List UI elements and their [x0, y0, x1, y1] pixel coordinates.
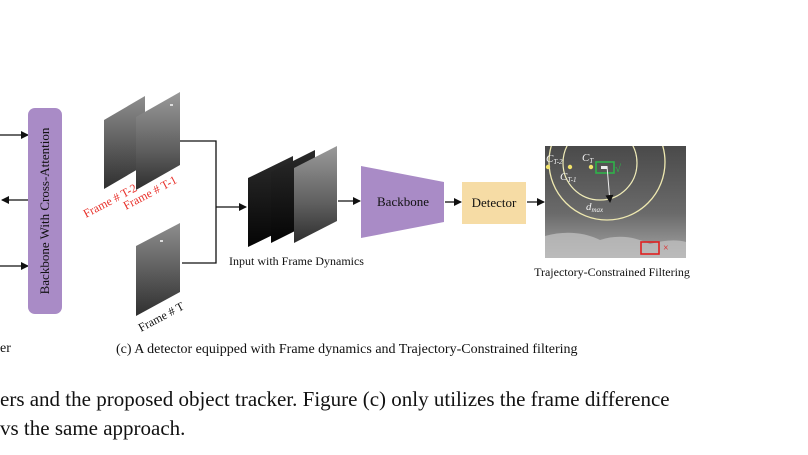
- detector-block: [462, 182, 526, 224]
- accepted-check: √: [615, 163, 622, 175]
- search-radius-circle: [562, 146, 638, 201]
- dynamics-stack-label: Input with Frame Dynamics: [229, 254, 364, 268]
- frame-t-minus-2: [104, 96, 145, 189]
- left-arrows: [0, 131, 29, 270]
- rejected-cross: ×: [663, 243, 669, 254]
- filtering-scene: [545, 146, 686, 258]
- cross-attention-block: [28, 108, 62, 314]
- frame-dynamics-stack: [248, 146, 337, 247]
- point-t: [588, 164, 594, 170]
- backbone-block: [361, 166, 444, 238]
- subfigure-caption: (c) A detector equipped with Frame dynam…: [116, 342, 578, 357]
- detector-label: Detector: [472, 195, 517, 210]
- point-t-minus-2: [545, 164, 551, 170]
- c-t-minus-1-label: CT-1: [560, 171, 577, 184]
- cross-attention-label: Backbone With Cross-Attention: [37, 127, 52, 294]
- body-text-line-1: ers and the proposed object tracker. Fig…: [0, 387, 670, 411]
- point-t-minus-1: [567, 164, 573, 170]
- body-text-line-2: vs the same approach.: [0, 416, 186, 440]
- c-t-minus-2-label: CT-2: [546, 153, 563, 166]
- constraint-circle: [548, 146, 666, 221]
- accepted-box: [595, 161, 615, 174]
- backbone-label: Backbone: [377, 194, 429, 209]
- rejected-box: [640, 241, 660, 255]
- frame-merge-connector: [180, 140, 247, 264]
- frame-t: [136, 223, 180, 316]
- c-t-label: CT: [582, 152, 594, 165]
- filtering-label: Trajectory-Constrained Filtering: [534, 265, 690, 279]
- frame-t-minus-1: [136, 92, 180, 190]
- left-fragment-text: er: [0, 341, 11, 356]
- d-max-label: dmax: [586, 201, 604, 214]
- d-max-line: [605, 165, 614, 203]
